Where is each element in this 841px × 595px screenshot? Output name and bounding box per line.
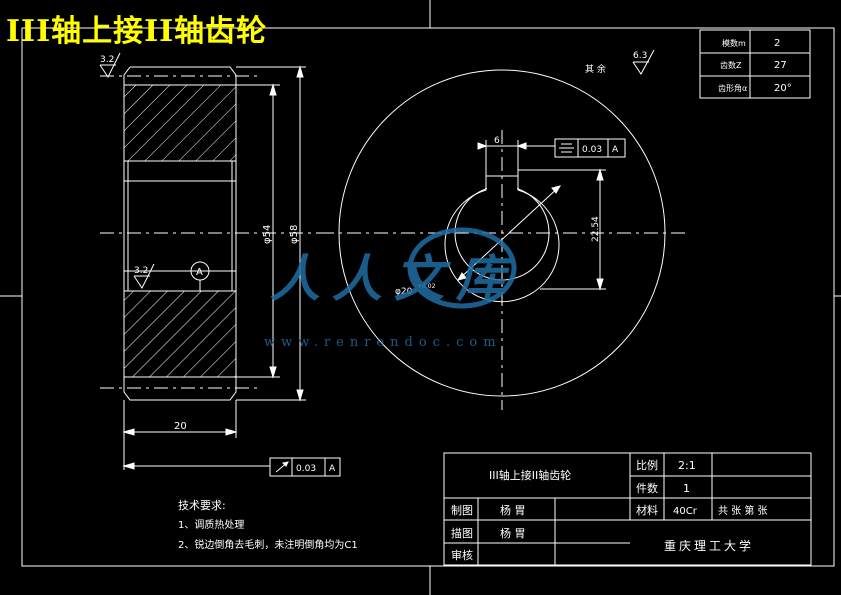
tech-req-item-2: 2、锐边倒角去毛刺，未注明倒角均为C1: [178, 538, 358, 551]
front-center-lines: [320, 130, 690, 410]
title-block-drawn-label: 制图: [451, 504, 473, 517]
runout-datum: A: [329, 464, 336, 474]
dim-phi58: φ58: [289, 225, 300, 244]
dim-key-depth: 22.54: [591, 216, 601, 242]
watermark-url: www.renrendoc.com: [264, 335, 502, 350]
title-block-scale-label: 比例: [636, 458, 658, 472]
dimension-width: [122, 400, 238, 470]
title-block-sheets: 共 张 第 张: [718, 504, 768, 517]
drawing-frame: [21, 27, 835, 567]
runout-leader: [122, 462, 270, 470]
roughness-symbol-top-right: [632, 49, 655, 75]
param-value-module: 2: [774, 38, 780, 49]
title-block-material-label: 材料: [636, 503, 658, 517]
title-block-qty-label: 件数: [636, 482, 658, 495]
title-block-name: III轴上接II轴齿轮: [489, 468, 571, 482]
param-value-teeth: 27: [774, 60, 787, 71]
dimension-lines-diameters: [236, 65, 306, 402]
pitch-lines: [100, 75, 320, 389]
runout-tolerance-value: 0.03: [296, 464, 316, 474]
title-block-material-value: 40Cr: [673, 506, 698, 517]
roughness-left-mid-value: 3.2: [134, 266, 148, 276]
title-block-review-label: 审核: [451, 548, 473, 562]
title-block-scale-value: 2:1: [678, 459, 696, 472]
symmetry-tolerance-value: 0.03: [582, 145, 602, 155]
roughness-left-top-value: 3.2: [100, 55, 114, 65]
param-label-angle: 齿形角α: [718, 83, 747, 93]
gear-params-table: [699, 29, 811, 99]
title-block-school: 重庆理工大学: [664, 538, 754, 553]
title-block-drawn-name: 杨 胃: [500, 503, 526, 517]
remaining-note: 其 余: [585, 63, 606, 75]
dim-phi54: φ54: [262, 225, 273, 244]
section-view: [123, 66, 237, 401]
roughness-symbol-left-top: [99, 52, 121, 78]
roughness-top-right-value: 6.3: [633, 51, 647, 61]
page-title: III轴上接II轴齿轮: [6, 14, 268, 49]
dim-bore-tolerance: +0.02: [417, 283, 436, 290]
runout-tolerance-frame: [269, 457, 341, 477]
title-block: [443, 452, 812, 566]
roughness-symbol-left-mid: [133, 263, 155, 289]
param-value-angle: 20°: [774, 83, 792, 94]
title-block-qty-value: 1: [683, 482, 690, 495]
dim-width: 20: [174, 421, 187, 432]
tech-req-title: 技术要求:: [178, 499, 226, 512]
title-block-traced-name: 杨 胃: [500, 526, 526, 540]
datum-letter: A: [196, 267, 203, 278]
tech-req-item-1: 1、调质热处理: [178, 518, 244, 531]
watermark-text: 人人文库: [270, 250, 518, 308]
param-label-teeth: 齿数Z: [720, 60, 742, 70]
symmetry-datum: A: [612, 145, 619, 155]
symmetry-tolerance-frame: [502, 138, 626, 158]
title-block-traced-label: 描图: [451, 526, 473, 540]
dim-key-width: 6: [494, 136, 500, 146]
watermark-logo: 人人文库 www.renrendoc.com: [264, 227, 518, 350]
dim-bore: φ20: [395, 287, 413, 297]
param-label-module: 模数m: [722, 38, 746, 48]
